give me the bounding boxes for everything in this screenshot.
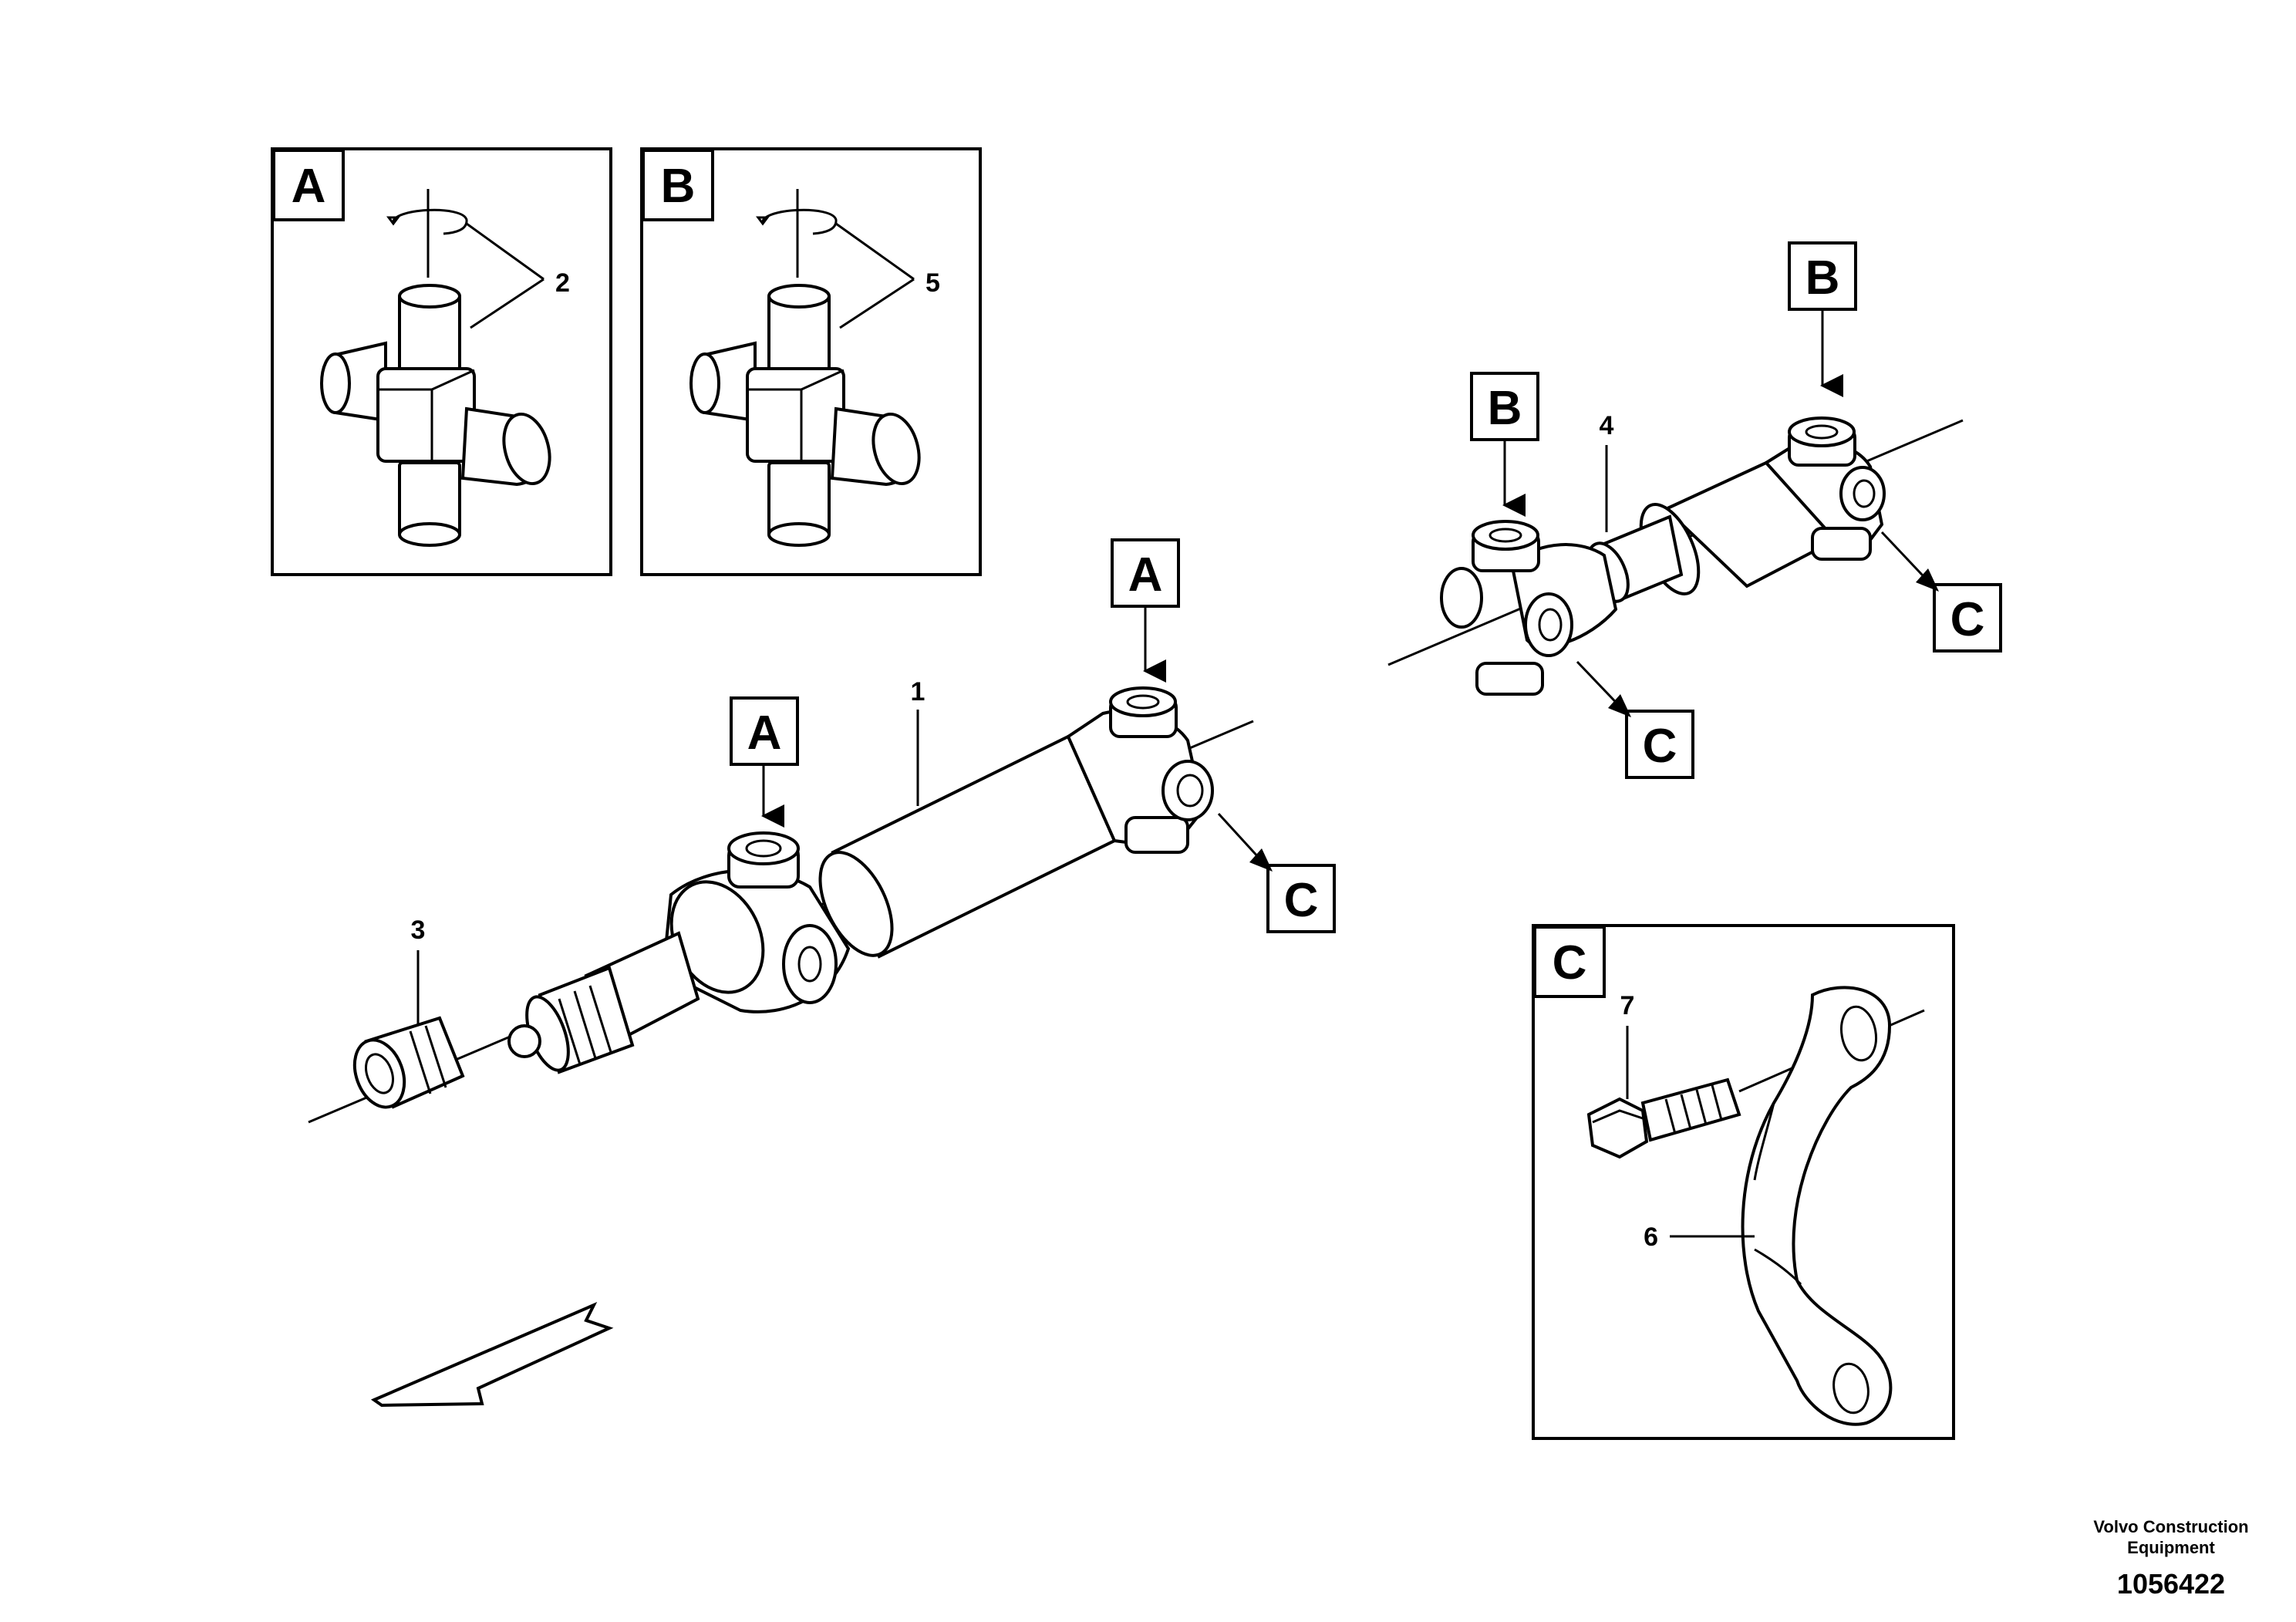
svg-text:C: C [1284,874,1319,927]
detail-b-panel: B 5 [640,147,982,576]
callout-b-rear: B [1788,241,1857,397]
direction-arrow-icon [370,1301,614,1408]
universal-joint-b-icon [689,189,921,547]
svg-text:C: C [1950,593,1985,646]
part-number-6: 6 [1644,1222,1658,1252]
callout-c-rear: C [1880,531,2002,653]
detail-a-letter: A [292,160,326,213]
svg-text:B: B [1805,251,1840,305]
detail-b-letter: B [661,160,696,213]
universal-joint-a-icon [320,189,551,547]
callout-a-rear: A [1111,538,1180,683]
nut-3-icon [352,1016,465,1109]
svg-text:A: A [1128,548,1163,602]
svg-text:C: C [1643,720,1677,773]
part-number-1: 1 [911,677,925,706]
svg-text:A: A [747,706,782,760]
detail-a-panel: A 2 [271,147,612,576]
propeller-shaft-1 [308,686,1254,1124]
callout-c-front: C [1576,660,1694,779]
detail-c-letter: C [1553,936,1587,990]
callout-b-front: B [1470,372,1539,517]
company-line-1: Volvo Construction [2093,1517,2248,1536]
part-number-2: 2 [555,268,570,298]
detail-c-panel: C 7 6 [1532,924,1955,1440]
part-number-7: 7 [1620,991,1635,1020]
callout-a-front: A [730,696,799,828]
propeller-shaft-4 [1387,416,1964,696]
callout-c-main: C [1217,812,1336,933]
bolt-7-icon [1586,1077,1741,1159]
company-line-2: Equipment [2127,1538,2215,1557]
part-number-4: 4 [1600,411,1614,440]
figure-number: 1056422 [2117,1568,2225,1600]
part-number-5: 5 [925,268,940,298]
strap-6-icon [1741,986,1893,1426]
part-number-3: 3 [411,916,426,945]
svg-text:B: B [1488,382,1522,435]
